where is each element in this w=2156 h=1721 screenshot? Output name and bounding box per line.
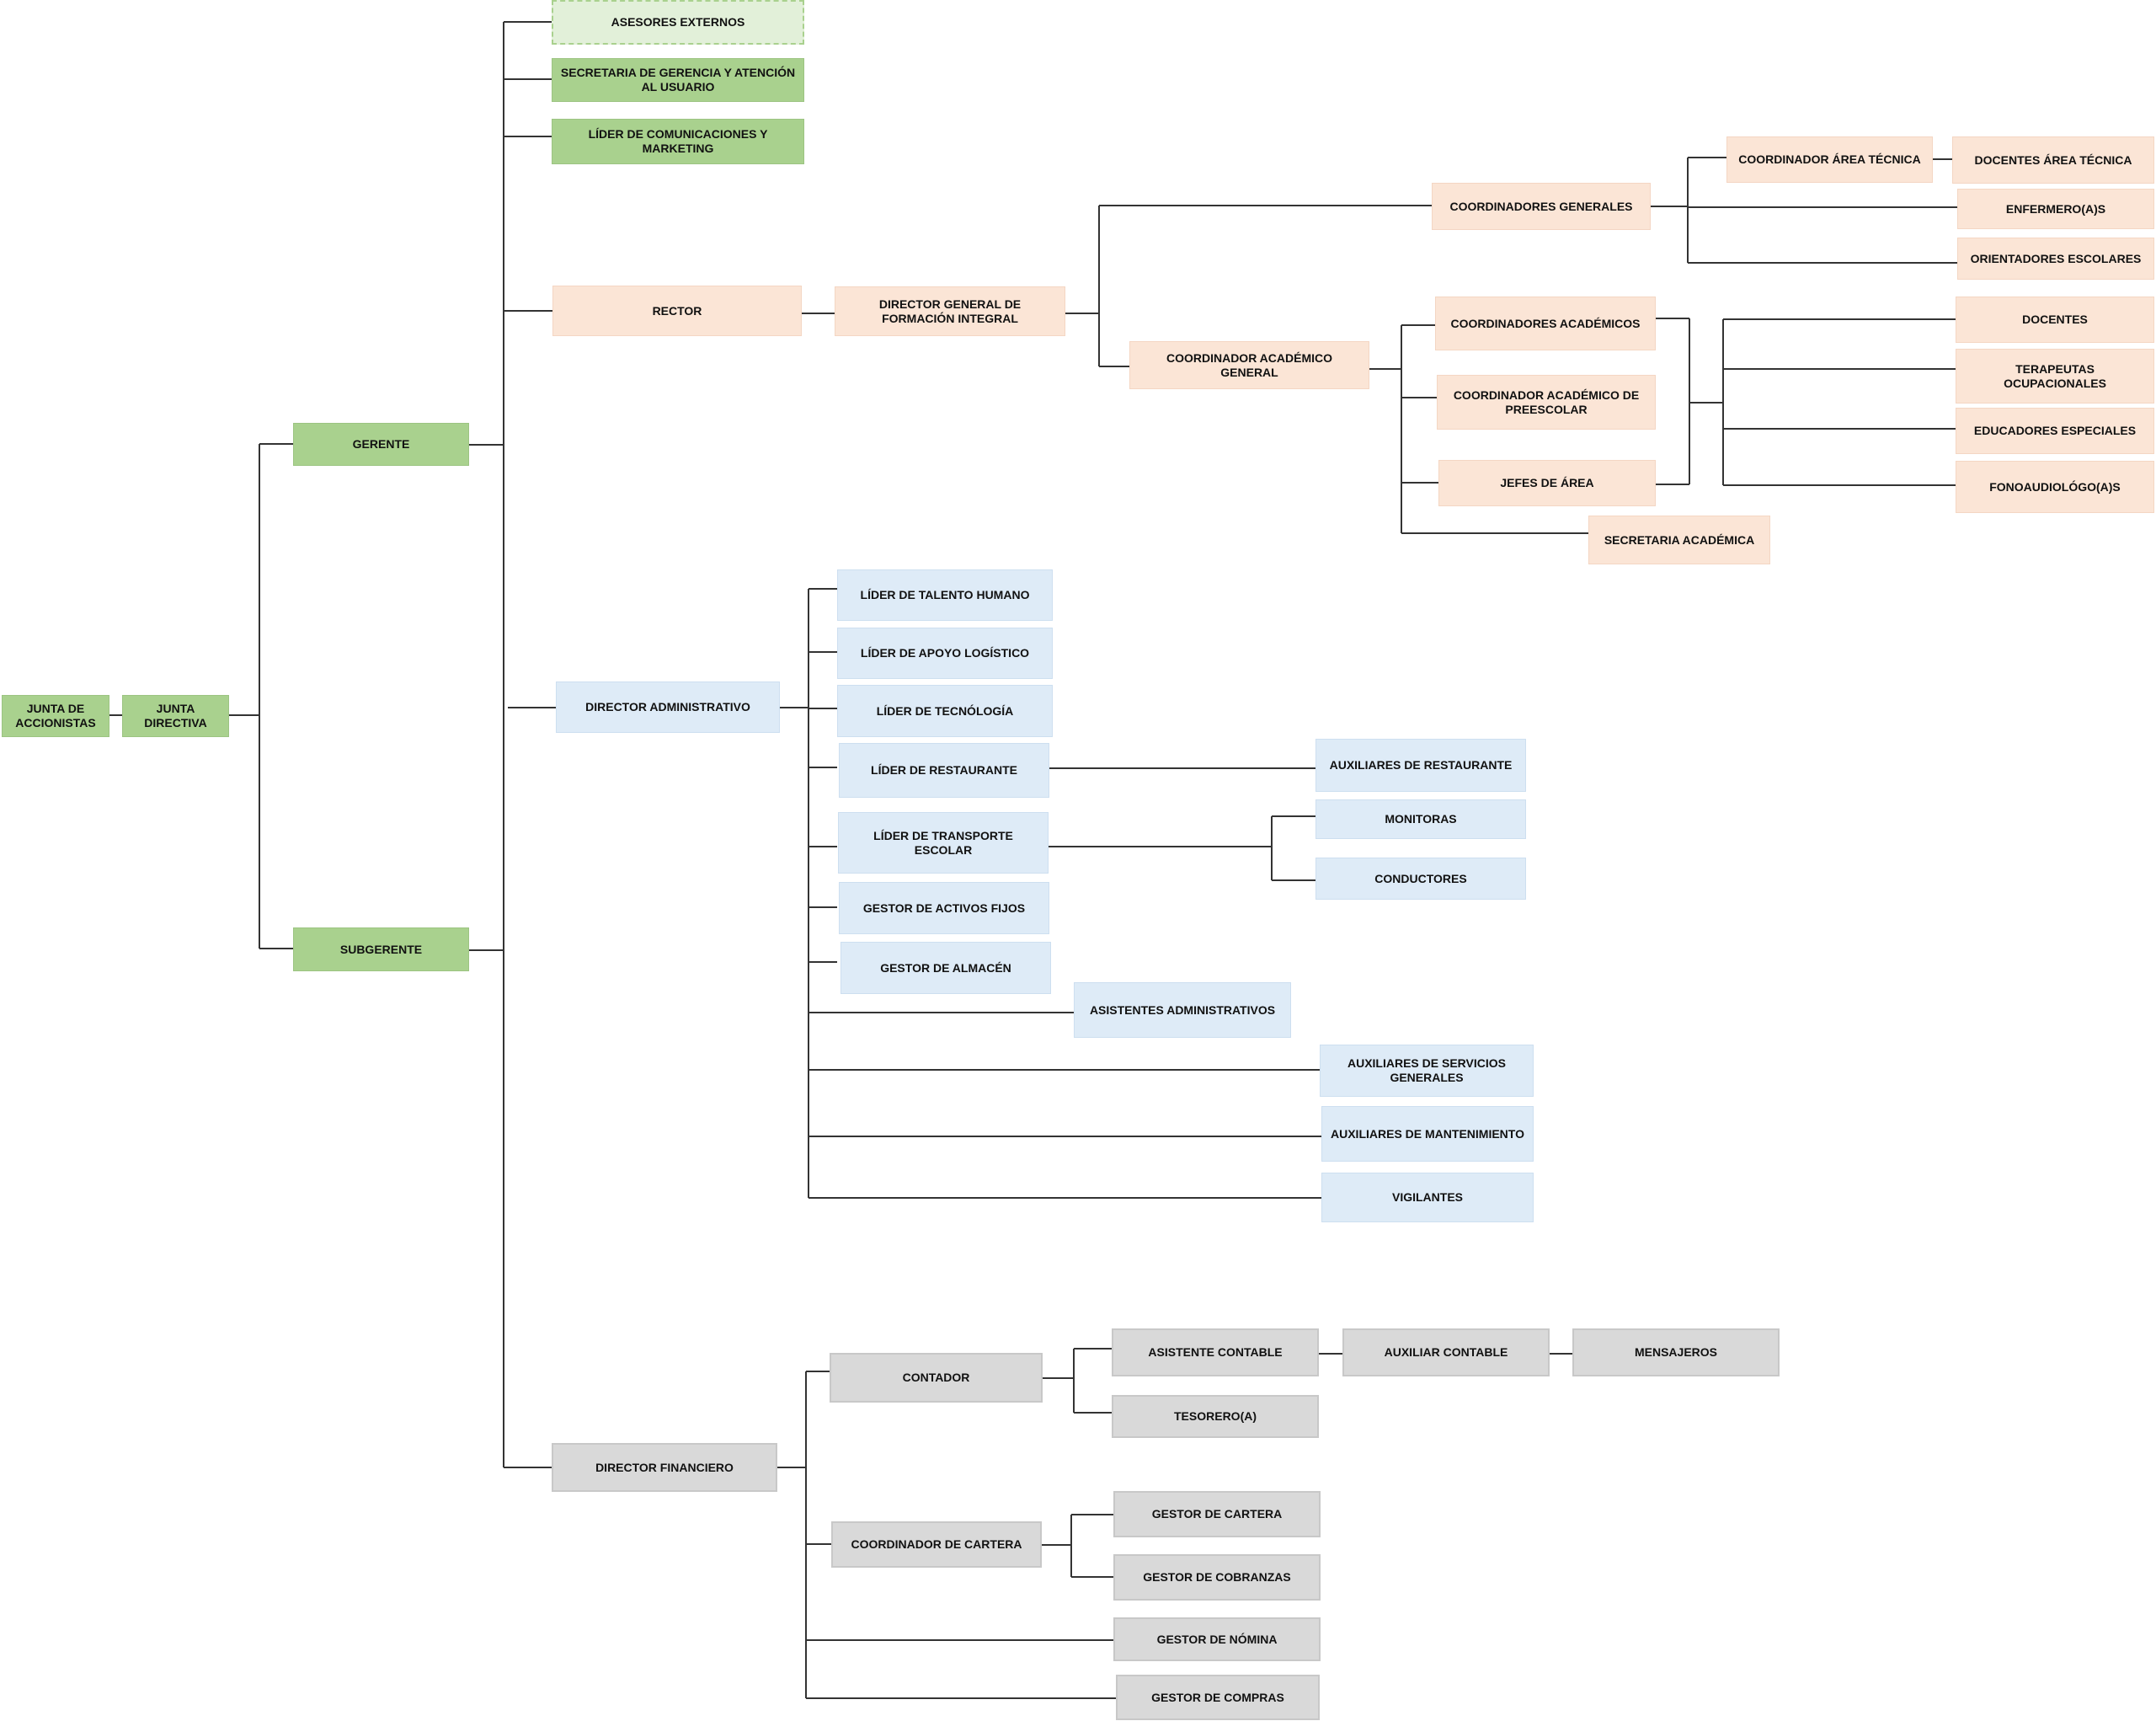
node-lider-tecnologia: LÍDER DE TECNÓLOGÍA [837,685,1053,737]
node-rector: RECTOR [552,286,802,336]
node-director-formacion: DIRECTOR GENERAL DE FORMACIÓN INTEGRAL [835,286,1065,336]
node-junta-accionistas: JUNTA DE ACCIONISTAS [2,695,109,737]
node-auxiliares-restaurante: AUXILIARES DE RESTAURANTE [1315,739,1526,792]
node-docentes: DOCENTES [1956,297,2154,343]
node-enfermeros: ENFERMERO(A)S [1957,189,2154,229]
node-conductores: CONDUCTORES [1315,858,1526,900]
node-asesores-externos: ASESORES EXTERNOS [552,0,804,45]
node-terapeutas: TERAPEUTAS OCUPACIONALES [1956,349,2154,404]
node-contador: CONTADOR [830,1353,1043,1403]
node-gestor-almacen: GESTOR DE ALMACÉN [841,942,1051,994]
node-docentes-area-tecnica: DOCENTES ÁREA TÉCNICA [1952,136,2154,184]
node-gestor-compras: GESTOR DE COMPRAS [1116,1675,1320,1720]
node-coordinadores-generales: COORDINADORES GENERALES [1432,183,1651,230]
node-coordinador-preescolar: COORDINADOR ACADÉMICO DE PREESCOLAR [1437,375,1656,430]
node-lider-restaurante: LÍDER DE RESTAURANTE [839,743,1049,798]
node-gestor-activos: GESTOR DE ACTIVOS FIJOS [839,882,1049,934]
node-jefes-area: JEFES DE ÁREA [1438,460,1656,506]
node-coordinador-area-tecnica: COORDINADOR ÁREA TÉCNICA [1726,136,1933,183]
node-coordinador-cartera: COORDINADOR DE CARTERA [831,1521,1042,1568]
node-auxiliares-servicios: AUXILIARES DE SERVICIOS GENERALES [1320,1045,1534,1097]
node-auxiliar-contable: AUXILIAR CONTABLE [1342,1328,1550,1376]
node-coordinadores-academicos: COORDINADORES ACADÉMICOS [1435,297,1656,350]
node-fonoaudiologos: FONOAUDIOLÓGO(A)S [1956,461,2154,513]
node-subgerente: SUBGERENTE [293,927,469,971]
node-tesorero: TESORERO(A) [1112,1395,1319,1438]
node-coordinador-academico-general: COORDINADOR ACADÉMICO GENERAL [1129,341,1369,389]
node-gestor-cobranzas: GESTOR DE COBRANZAS [1113,1554,1321,1601]
node-lider-talento: LÍDER DE TALENTO HUMANO [837,569,1053,621]
node-gestor-nomina: GESTOR DE NÓMINA [1113,1617,1321,1661]
node-orientadores: ORIENTADORES ESCOLARES [1957,238,2154,280]
node-asistentes-admin: ASISTENTES ADMINISTRATIVOS [1074,982,1291,1038]
node-secretaria-gerencia: SECRETARIA DE GERENCIA Y ATENCIÓN AL USU… [552,58,804,102]
node-educadores-especiales: EDUCADORES ESPECIALES [1956,408,2154,454]
node-vigilantes: VIGILANTES [1321,1173,1534,1222]
node-asistente-contable: ASISTENTE CONTABLE [1112,1328,1319,1376]
node-lider-comunicaciones: LÍDER DE COMUNICACIONES Y MARKETING [552,119,804,164]
node-junta-directiva: JUNTA DIRECTIVA [122,695,229,737]
node-lider-apoyo: LÍDER DE APOYO LOGÍSTICO [837,628,1053,679]
node-monitoras: MONITORAS [1315,799,1526,839]
node-gerente: GERENTE [293,423,469,466]
node-auxiliares-mantenimiento: AUXILIARES DE MANTENIMIENTO [1321,1106,1534,1162]
node-gestor-cartera: GESTOR DE CARTERA [1113,1491,1321,1537]
node-mensajeros: MENSAJEROS [1572,1328,1780,1376]
node-lider-transporte: LÍDER DE TRANSPORTE ESCOLAR [838,812,1049,874]
node-director-administrativo: DIRECTOR ADMINISTRATIVO [556,681,780,733]
node-director-financiero: DIRECTOR FINANCIERO [552,1443,777,1492]
node-secretaria-academica: SECRETARIA ACADÉMICA [1588,516,1770,564]
